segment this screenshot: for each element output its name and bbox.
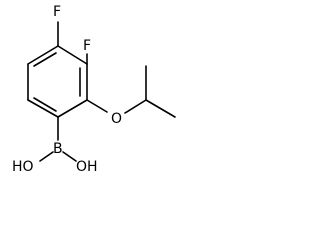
atom-label-ho: HO: [12, 159, 34, 175]
atom-label-f-right: F: [83, 38, 91, 54]
structure-diagram: F F O B HO OH: [12, 4, 176, 175]
atom-label-f-top: F: [53, 4, 61, 20]
molecule-svg: F F O B HO OH: [12, 4, 176, 175]
ring-bond-6: [27, 45, 59, 65]
atom-label-oh: OH: [76, 159, 98, 175]
ring-double-bond-2: [33, 97, 57, 112]
bond-ch-methyl-up: [145, 99, 176, 118]
atom-label-b: B: [53, 141, 63, 157]
bond-b-oh-left: [39, 151, 54, 162]
ring-bond-3: [57, 99, 88, 118]
bond-o-ch: [124, 99, 147, 114]
ring-double-bond-3: [33, 52, 57, 67]
atom-label-o: O: [111, 111, 122, 127]
ring-bond-4: [27, 99, 59, 118]
ring-bond-1: [57, 45, 88, 65]
bond-b-oh-right: [62, 151, 77, 162]
bond-c-o: [86, 99, 108, 113]
